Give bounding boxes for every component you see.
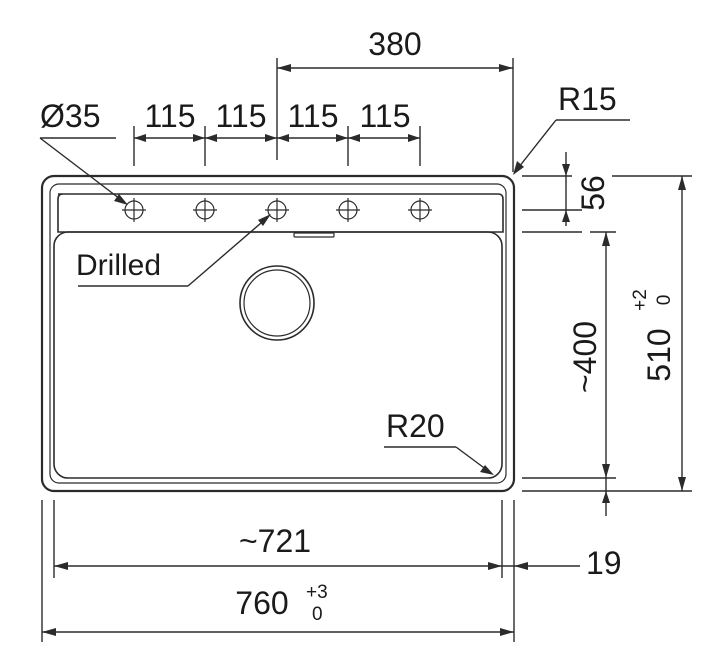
tap-hole-5 — [408, 198, 432, 222]
corner-radius-inner-label: R20 — [386, 408, 445, 444]
overflow-slot — [293, 232, 335, 238]
tap-hole-1 — [122, 198, 146, 222]
drain-outer — [239, 265, 315, 341]
outer-width-label: 760 — [235, 585, 288, 621]
diameter-leader — [39, 137, 128, 205]
spacing-label-4: 115 — [359, 98, 410, 134]
tap-deck-outline — [57, 193, 504, 233]
sink-outline — [40, 174, 516, 493]
dimension-380-label: 380 — [368, 26, 421, 62]
outer-depth-tolerance-upper: +2 — [630, 289, 651, 311]
dimension-380 — [276, 58, 514, 172]
spacing-label-3: 115 — [287, 98, 338, 134]
tap-holes — [122, 198, 432, 222]
inner-width-label: ~721 — [239, 523, 311, 559]
hole-diameter-label: Ø35 — [40, 98, 100, 134]
drilled-label: Drilled — [76, 249, 161, 282]
outer-depth-tolerance-lower: 0 — [654, 295, 675, 306]
spacing-label-1: 115 — [144, 98, 195, 134]
corner-radius-outer-label: R15 — [558, 81, 617, 117]
dimension-760 — [41, 500, 515, 642]
drilled-leader — [78, 214, 271, 287]
spacing-label-2: 115 — [215, 98, 266, 134]
outer-width-tolerance-lower: 0 — [312, 604, 323, 625]
outer-width-tolerance-upper: +3 — [306, 582, 328, 603]
drain-inner — [243, 269, 311, 337]
r15-leader — [513, 119, 630, 175]
dimension-400 — [522, 231, 616, 516]
sink-outer-rim — [40, 174, 516, 493]
outer-depth-label: 510 — [641, 328, 677, 381]
sink-inner-rim — [49, 183, 507, 484]
bowl-outline — [53, 231, 503, 479]
inner-depth-label: ~400 — [567, 321, 603, 393]
dimension-115-chain — [133, 126, 421, 166]
tap-hole-2 — [193, 198, 217, 222]
tap-hole-3 — [265, 198, 289, 222]
dimension-721 — [53, 500, 580, 578]
tap-hole-4 — [336, 198, 360, 222]
dimension-510 — [522, 175, 692, 492]
dimension-56 — [522, 152, 582, 233]
deck-depth-label: 56 — [575, 175, 611, 211]
r20-leader — [384, 446, 494, 475]
rim-offset-label: 19 — [586, 545, 622, 581]
